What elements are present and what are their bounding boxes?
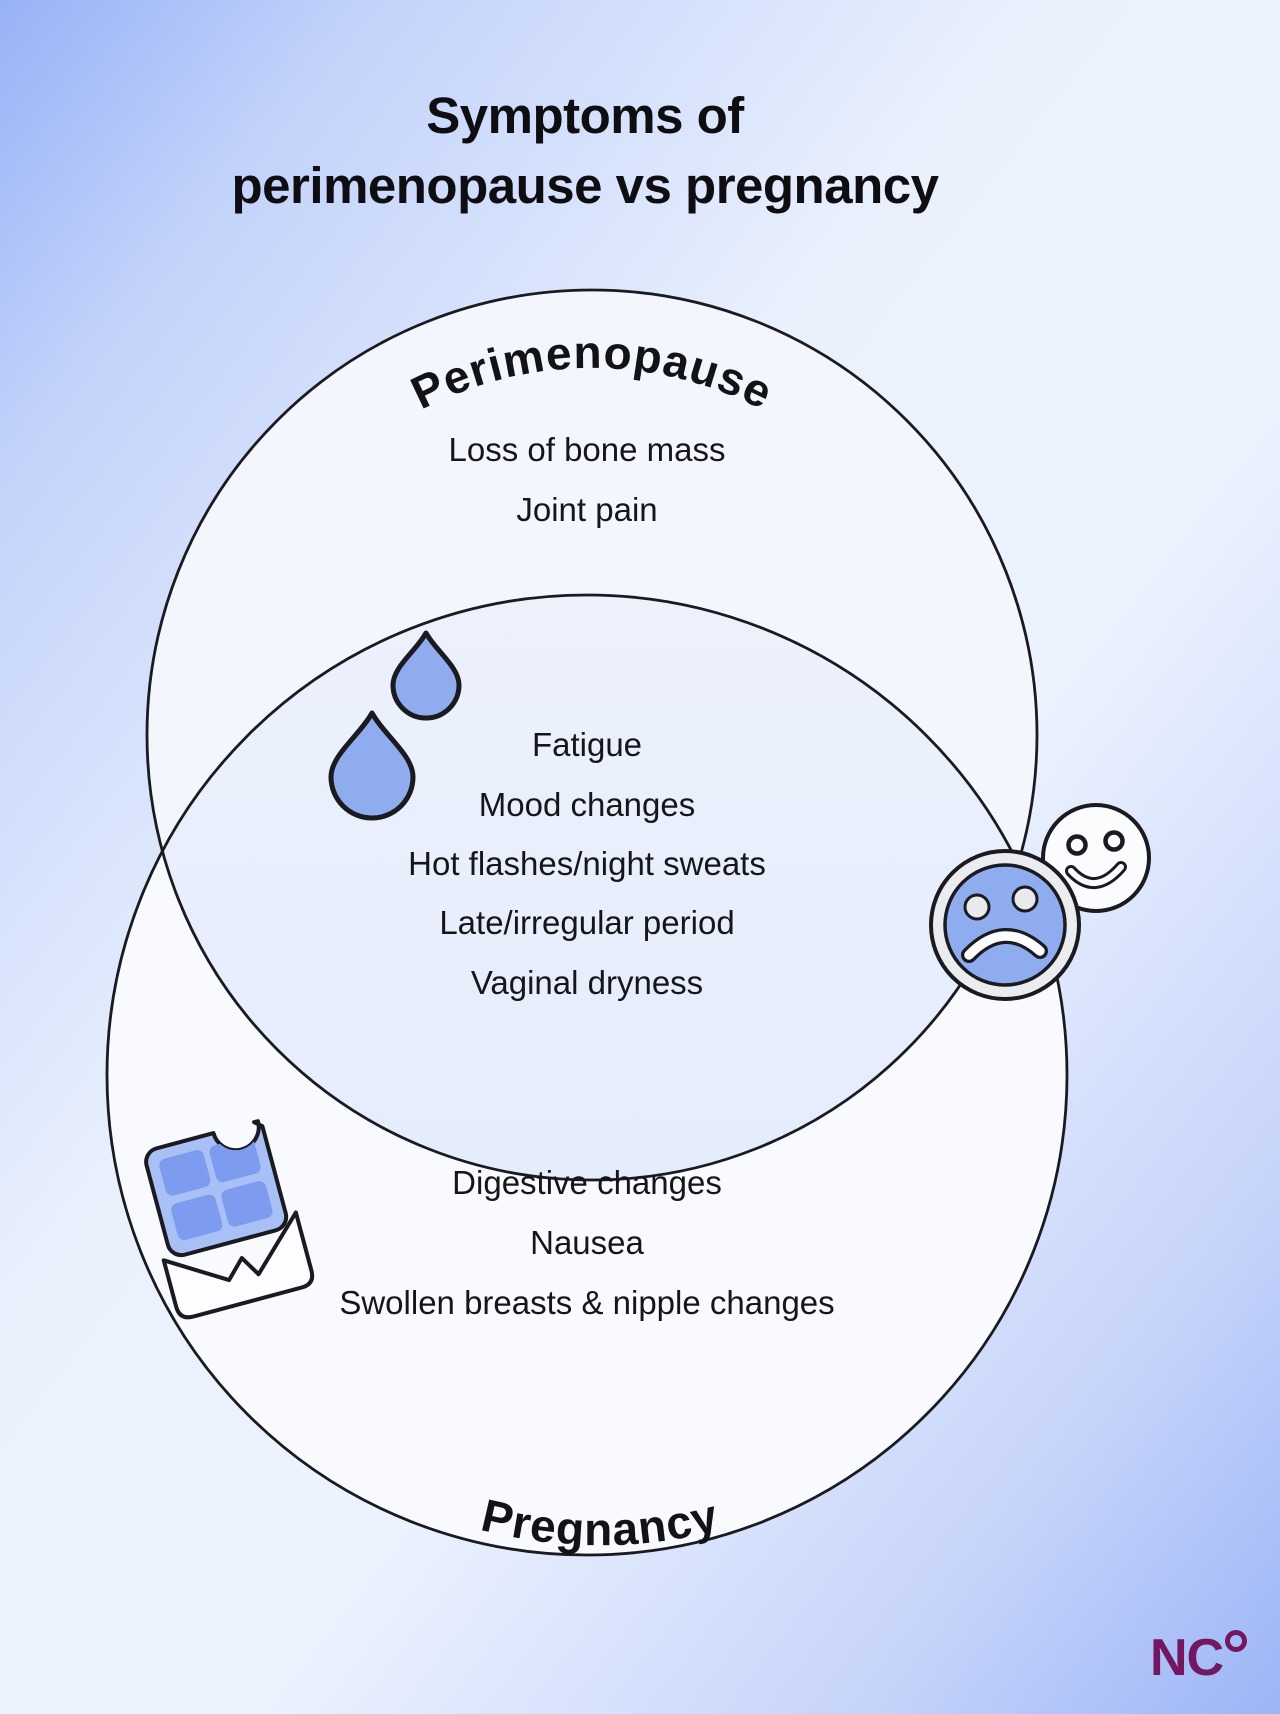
symptom-pregnancy-3: Swollen breasts & nipple changes xyxy=(339,1284,835,1321)
symptom-perimenopause-1: Loss of bone mass xyxy=(448,431,726,468)
symptom-perimenopause-2: Joint pain xyxy=(516,491,658,528)
brand-logo-text: NC xyxy=(1150,1629,1224,1687)
symptom-shared-1: Fatigue xyxy=(531,726,643,763)
chocolate-squares xyxy=(159,1136,273,1241)
pregnancy-circle-outline xyxy=(105,593,1069,1557)
symptom-pregnancy-1: Digestive changes xyxy=(452,1164,722,1201)
sad-face-head xyxy=(943,863,1067,987)
happy-face-right-eye xyxy=(1103,830,1125,852)
page-title-line-1: Symptoms of xyxy=(426,87,744,144)
venn-overlap-lens xyxy=(147,595,1037,1180)
symptom-shared-2: Mood changes xyxy=(478,786,696,823)
sad-face-right-eye xyxy=(1011,885,1039,913)
symptom-shared-3: Hot flashes/night sweats xyxy=(408,845,766,882)
happy-face-icon xyxy=(1041,803,1151,913)
perimenopause-circle-outline xyxy=(145,288,1039,1182)
droplet-large xyxy=(328,710,416,821)
page-title-line-2: perimenopause vs pregnancy xyxy=(231,157,939,214)
droplet-small xyxy=(390,630,462,721)
happy-face-left-eye xyxy=(1066,834,1088,856)
symptom-pregnancy-2: Nausea xyxy=(530,1224,644,1261)
chocolate-bar-icon xyxy=(144,1119,315,1320)
brand-logo: NC xyxy=(1150,1626,1250,1686)
symptom-shared-5: Vaginal dryness xyxy=(470,964,704,1001)
logo-ring-icon xyxy=(1225,1630,1248,1652)
sad-face-left-eye xyxy=(963,893,991,921)
symptom-shared-4: Late/irregular period xyxy=(439,904,735,941)
sad-face-icon xyxy=(929,849,1081,1001)
chocolate-wrapper xyxy=(161,1210,315,1320)
droplets-icon xyxy=(328,630,462,821)
venn-circles xyxy=(105,288,1069,1557)
